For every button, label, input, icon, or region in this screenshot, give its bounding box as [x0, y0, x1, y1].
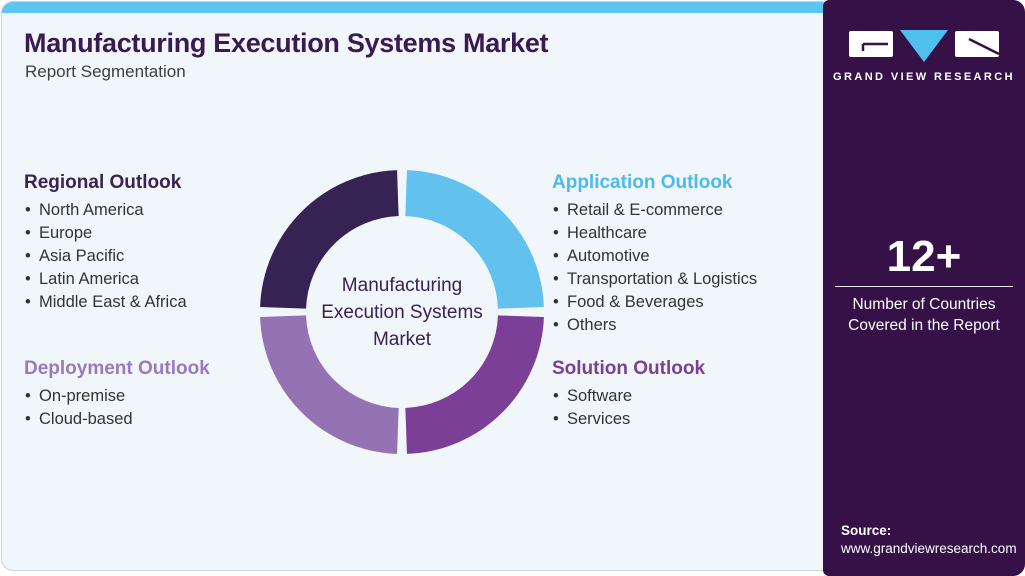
section-application-outlook: Application Outlook Retail & E-commerce …	[552, 172, 812, 337]
page-title: Manufacturing Execution Systems Market	[24, 28, 549, 58]
section-title-regional: Regional Outlook	[24, 172, 182, 193]
source-label: Source:	[841, 523, 892, 538]
application-list: Retail & E-commerce Healthcare Automotiv…	[552, 199, 812, 337]
segmentation-donut-chart: Manufacturing Execution Systems Market	[257, 167, 547, 457]
deployment-list: On-premise Cloud-based	[24, 385, 284, 431]
list-item: Retail & E-commerce	[552, 199, 812, 222]
donut-segment-application	[404, 170, 544, 310]
source-url: www.grandviewresearch.com	[841, 541, 1017, 556]
stat-caption: Number of Countries Covered in the Repor…	[848, 296, 1000, 334]
list-item: Asia Pacific	[24, 245, 284, 268]
list-item: Software	[552, 385, 812, 408]
section-solution-outlook: Solution Outlook Software Services	[552, 358, 812, 431]
list-item: Middle East & Africa	[24, 291, 284, 314]
section-deployment-outlook: Deployment Outlook On-premise Cloud-base…	[24, 358, 284, 431]
list-item: Food & Beverages	[552, 291, 812, 314]
regional-list: North America Europe Asia Pacific Latin …	[24, 199, 284, 314]
list-item: Cloud-based	[24, 408, 284, 431]
list-item: Europe	[24, 222, 284, 245]
solution-list: Software Services	[552, 385, 812, 431]
section-title-deployment: Deployment Outlook	[24, 358, 210, 379]
gvr-logo-icon	[849, 30, 1000, 62]
donut-chart-svg	[260, 170, 544, 454]
list-item: Services	[552, 408, 812, 431]
list-item: North America	[24, 199, 284, 222]
section-title-application: Application Outlook	[552, 172, 733, 193]
source-block: Source: www.grandviewresearch.com	[841, 522, 1017, 558]
list-item: Transportation & Logistics	[552, 268, 812, 291]
section-regional-outlook: Regional Outlook North America Europe As…	[24, 172, 284, 314]
list-item: Latin America	[24, 268, 284, 291]
page-subtitle: Report Segmentation	[25, 62, 186, 81]
section-title-solution: Solution Outlook	[552, 358, 706, 379]
list-item: Healthcare	[552, 222, 812, 245]
donut-segment-solution	[404, 314, 544, 454]
stat-value: 12+	[886, 232, 962, 281]
list-item: Automotive	[552, 245, 812, 268]
list-item: On-premise	[24, 385, 284, 408]
donut-segment-deployment	[260, 314, 400, 454]
donut-segment-regional	[260, 170, 400, 310]
donut-center-label: Manufacturing Execution Systems Market	[321, 274, 483, 350]
report-card: Manufacturing Execution Systems Market R…	[1, 1, 824, 571]
stat-divider	[835, 286, 1013, 287]
gvr-logo-text: GRAND VIEW RESEARCH	[833, 71, 1015, 83]
gvr-logo: GRAND VIEW RESEARCH	[823, 28, 1025, 83]
countries-stat: 12+ Number of Countries Covered in the R…	[823, 234, 1025, 336]
list-item: Others	[552, 314, 812, 337]
sidebar: GRAND VIEW RESEARCH 12+ Number of Countr…	[823, 0, 1025, 576]
top-accent-bar	[2, 2, 823, 13]
